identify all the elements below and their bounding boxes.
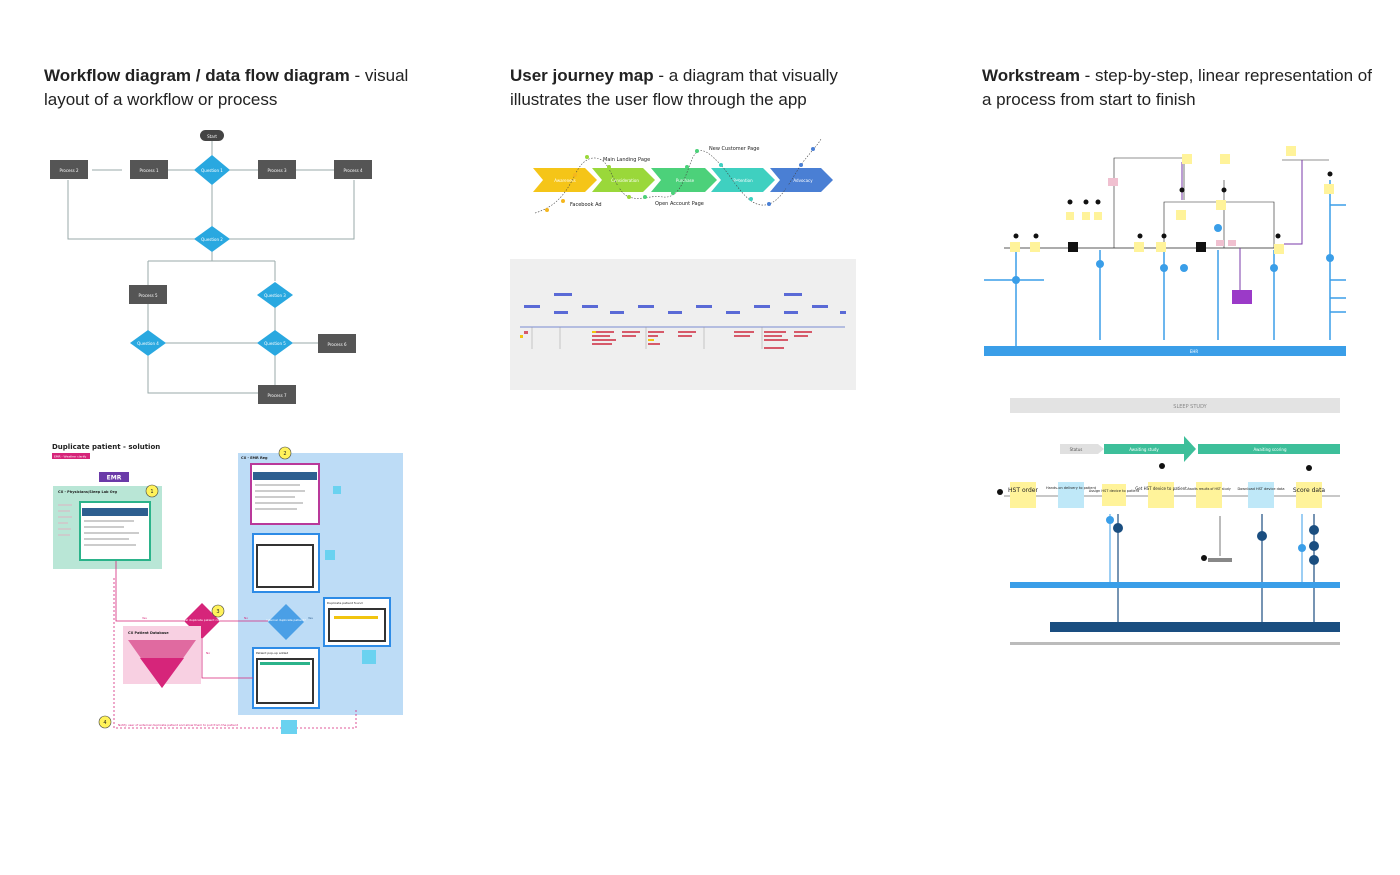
patient-add-label: Patient pop-up added <box>256 651 288 655</box>
duplicate-patient-diagram: Duplicate patient - solution EMR - Weath… <box>52 443 403 734</box>
decision-external: External duplicate patient created? <box>176 618 229 622</box>
flow-question-2: Question 2 <box>201 237 223 242</box>
workstream-heading-rest: - step-by-step, linear representation of… <box>982 66 1372 109</box>
pool-label: CX Patient Database <box>128 631 169 635</box>
box1-label: CX - Physicians/Sleep Lab Org <box>58 490 117 494</box>
touchpoint-main-landing: Main Landing Page <box>603 157 650 163</box>
status-label: Status <box>1070 447 1083 452</box>
notify-text: Notify user of external duplicate patien… <box>118 723 239 727</box>
sleep-study-workstream: SLEEP STUDY Status Awaiting study Awaiti… <box>997 398 1340 645</box>
emr-label: EMR <box>107 475 122 482</box>
no-label-left: No <box>206 651 210 655</box>
workflow-heading-rest: - visual layout of a workflow or process <box>44 66 409 109</box>
step-get-device-label: Get HST device to patient <box>1135 486 1187 491</box>
no-label: No <box>244 616 248 620</box>
journey-timeline <box>520 293 846 349</box>
journey-stage-label-4: Retention <box>733 178 753 183</box>
journey-stage-retention <box>711 168 775 192</box>
flow-process-1: Process 1 <box>140 168 159 173</box>
flow-question-1: Question 1 <box>201 168 223 173</box>
journey-touchpoints <box>545 147 815 212</box>
touchpoint-open-account: Open Account Page <box>655 201 704 207</box>
journey-timeline-board <box>510 259 856 390</box>
step-hst-order-label: HST order <box>1008 487 1038 494</box>
flow-question-4: Question 4 <box>137 341 159 346</box>
duplicate-tag: EMR - Weather clarify <box>54 455 87 459</box>
journey-heading: User journey map - a diagram that visual… <box>510 64 890 112</box>
workflow-flowchart: Start Process 2 Process 1 Question 1 Pro… <box>50 130 372 404</box>
flow-process-7: Process 7 <box>268 393 287 398</box>
flow-question-5: Question 5 <box>264 341 286 346</box>
flow-process-5: Process 5 <box>139 293 158 298</box>
box2-label: CX - EMR Reg <box>241 456 268 460</box>
badge-1: 1 <box>150 489 153 495</box>
workstream-swimlane: EHR <box>984 146 1346 356</box>
workstream-heading: Workstream - step-by-step, linear repres… <box>982 64 1372 112</box>
journey-stage-label-2: Consideration <box>611 178 639 183</box>
workflow-heading-bold: Workflow diagram / data flow diagram <box>44 66 350 85</box>
journey-stage-label-3: Purchase <box>676 178 695 183</box>
flow-process-2: Process 2 <box>60 168 79 173</box>
step-score-label: Score data <box>1293 487 1326 494</box>
flow-process-6: Process 6 <box>328 342 347 347</box>
journey-heading-rest: - a diagram that visually illustrates th… <box>510 66 838 109</box>
workstream-heading-bold: Workstream <box>982 66 1080 85</box>
decision-internal: Internal duplicate patient? <box>266 618 306 622</box>
step-delivery-label: Hands-on delivery to patient <box>1046 486 1097 490</box>
journey-stage-label-1: Awareness <box>554 178 575 183</box>
workflow-heading: Workflow diagram / data flow diagram - v… <box>44 64 444 112</box>
duplicate-title: Duplicate patient - solution <box>52 443 160 451</box>
phase-awaiting-study: Awaiting study <box>1129 447 1159 452</box>
workstream-bottom-bar: EHR <box>1190 349 1199 354</box>
yes-label-right: Yes <box>308 616 313 620</box>
flow-process-3: Process 3 <box>268 168 287 173</box>
badge-2: 2 <box>283 451 286 457</box>
phase-awaiting-scoring: Awaiting scoring <box>1254 447 1287 452</box>
step-hst-order <box>1010 482 1036 508</box>
step-assign-label: Assign HST device to patient <box>1089 489 1140 493</box>
user-journey-map: Awareness Consideration Purchase Retenti… <box>533 138 833 214</box>
flow-start: Start <box>207 134 217 139</box>
journey-heading-bold: User journey map <box>510 66 654 85</box>
journey-stage-label-5: Advocacy <box>793 178 813 183</box>
badge-3: 3 <box>216 609 219 615</box>
badge-4: 4 <box>103 720 106 726</box>
step-awaits-label: Awaits results of HST study <box>1187 487 1231 491</box>
sleep-study-header: SLEEP STUDY <box>1173 404 1207 410</box>
flow-question-3: Question 3 <box>264 293 286 298</box>
journey-stage-awareness <box>533 168 597 192</box>
touchpoint-facebook-ad: Facebook Ad <box>570 202 602 208</box>
dup-found-label: Duplicate patient found <box>327 601 363 605</box>
touchpoint-new-customer: New Customer Page <box>709 146 759 152</box>
flow-process-4: Process 4 <box>344 168 363 173</box>
step-download-label: Download HST device data <box>1237 487 1284 491</box>
yes-label: Yes <box>142 616 147 620</box>
journey-stage-consideration <box>592 168 655 192</box>
